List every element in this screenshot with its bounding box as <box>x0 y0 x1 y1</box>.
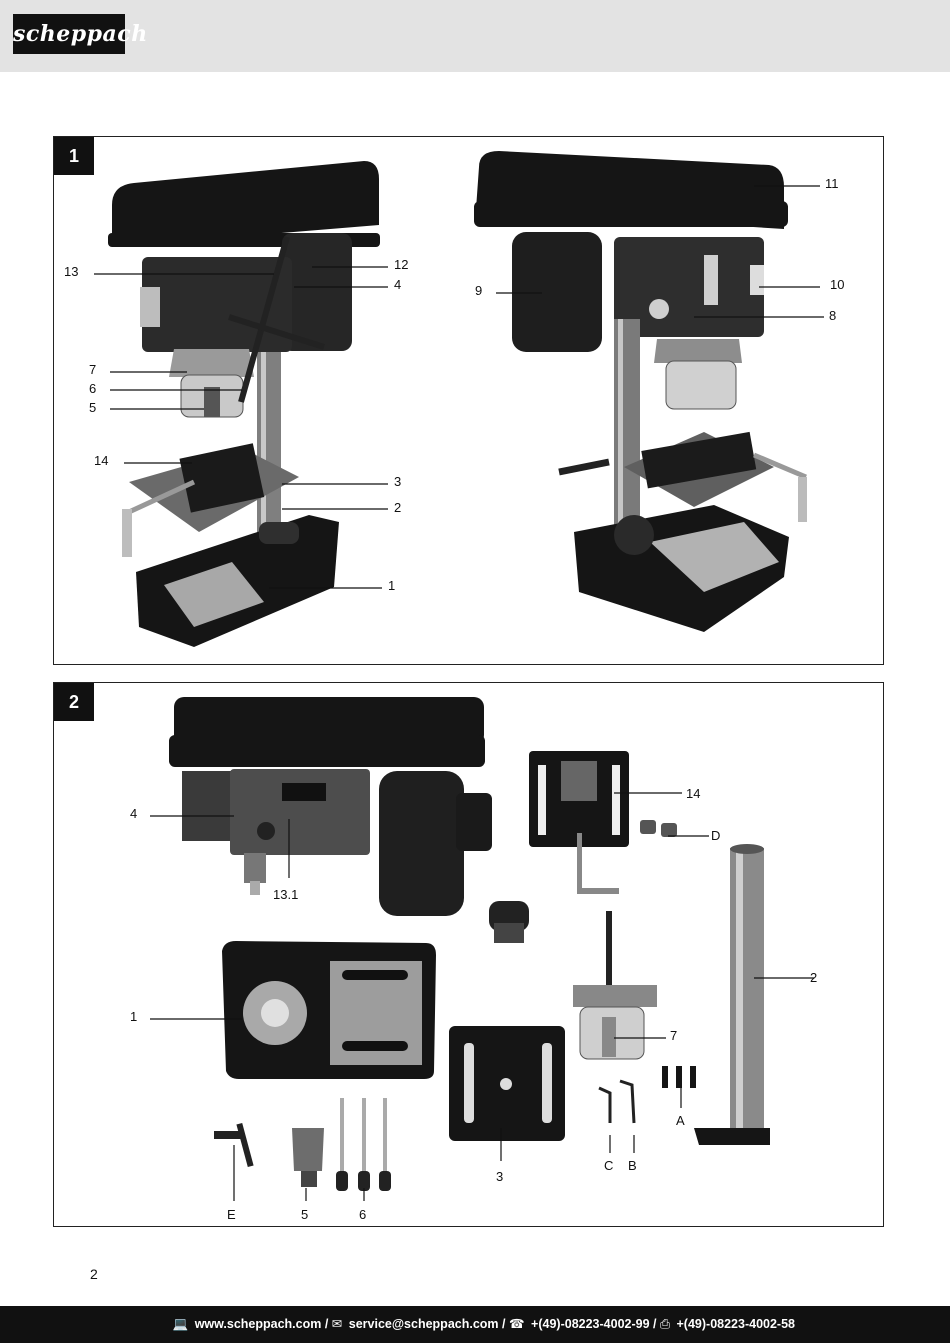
footer-separator: / <box>653 1317 657 1331</box>
drill-press-front-view <box>108 161 380 647</box>
figure-1-leader-lines <box>94 185 824 589</box>
column-part <box>694 844 770 1145</box>
callout-2: 2 <box>810 970 818 985</box>
vise-part <box>529 751 629 894</box>
callout-a: A <box>676 1113 685 1128</box>
callout-3: 3 <box>394 474 402 489</box>
drill-head-assembly <box>169 697 492 916</box>
callout-6: 6 <box>89 381 97 396</box>
figure-1-number: 1 <box>54 137 94 175</box>
figure-2-panel: 2 <box>53 682 884 1227</box>
hex-keys-bc <box>598 1079 636 1124</box>
callout-d: D <box>711 828 721 843</box>
table-part <box>449 901 565 1141</box>
callout-e: E <box>227 1207 236 1222</box>
callout-2: 2 <box>394 500 402 515</box>
callout-7: 7 <box>670 1028 678 1043</box>
footer-separator: / <box>502 1317 506 1331</box>
base-part <box>222 941 436 1079</box>
callout-13: 13 <box>64 264 79 279</box>
footer-email[interactable]: service@scheppach.com <box>348 1317 499 1331</box>
phone-icon: ☎ <box>508 1317 525 1331</box>
page-footer: 💻 www.scheppach.com / ✉ service@scheppac… <box>0 1306 950 1343</box>
callout-c: C <box>604 1158 614 1173</box>
page-header: scheppach <box>0 0 950 72</box>
figure-2-number: 2 <box>54 683 94 721</box>
page-number: 2 <box>90 1266 98 1282</box>
callout-9: 9 <box>475 283 483 298</box>
bolts-a <box>662 1066 696 1088</box>
callout-1: 1 <box>130 1009 138 1024</box>
callout-13-1: 13.1 <box>273 887 299 902</box>
callout-11: 11 <box>825 176 839 191</box>
chuck-key-e <box>214 1122 254 1168</box>
screws-d <box>640 820 677 837</box>
fax-icon: ⎙ <box>660 1317 671 1331</box>
callout-8: 8 <box>829 308 837 323</box>
callout-10: 10 <box>830 277 845 292</box>
feed-handles-part <box>336 1098 391 1191</box>
callout-7: 7 <box>89 362 97 377</box>
callout-3: 3 <box>496 1169 504 1184</box>
drill-press-illustration <box>94 151 824 647</box>
footer-separator: / <box>324 1317 329 1331</box>
footer-phone: +(49)-08223-4002-99 <box>531 1317 650 1331</box>
callout-b: B <box>628 1158 637 1173</box>
callout-5: 5 <box>301 1207 309 1222</box>
footer-contact: 💻 www.scheppach.com / ✉ service@scheppac… <box>173 1306 795 1343</box>
callout-14: 14 <box>686 786 701 801</box>
callout-4: 4 <box>130 806 138 821</box>
callout-4: 4 <box>394 277 402 292</box>
figure-1-panel: 1 <box>53 136 884 665</box>
callout-12: 12 <box>394 257 409 272</box>
callout-6: 6 <box>359 1207 367 1222</box>
drill-press-rear-view <box>474 151 807 632</box>
footer-fax: +(49)-08223-4002-58 <box>676 1317 796 1331</box>
callout-1: 1 <box>388 578 396 593</box>
figure-2-leader-lines <box>150 792 814 1201</box>
footer-website[interactable]: www.scheppach.com <box>194 1317 322 1331</box>
scheppach-logo: scheppach <box>13 14 147 54</box>
callout-14: 14 <box>94 453 109 468</box>
mail-icon: ✉ <box>331 1317 343 1331</box>
monitor-icon: 💻 <box>172 1317 189 1331</box>
parts-illustration <box>150 697 814 1201</box>
chuck-guard-part <box>573 911 657 1060</box>
callout-5: 5 <box>89 400 97 415</box>
chuck-part <box>292 1128 324 1187</box>
